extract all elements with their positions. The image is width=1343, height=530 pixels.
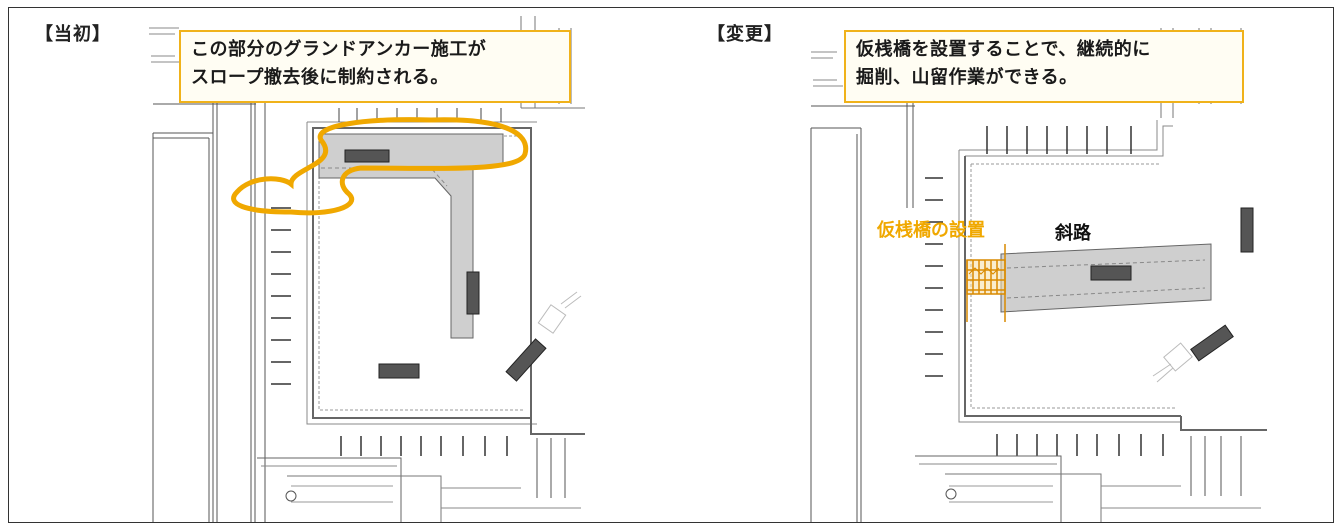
- bridge-label: 仮桟橋の設置: [877, 220, 985, 241]
- left-callout-line-1: この部分のグランドアンカー施工が: [191, 39, 487, 60]
- right-site-plan: [810, 28, 1267, 522]
- right-callout: 仮桟橋を設置することで、継続的に 掘削、山留作業ができる。: [844, 30, 1244, 103]
- left-site-plan: [149, 16, 585, 522]
- crane-icon: [1152, 342, 1193, 383]
- truck-icon: [1240, 207, 1254, 253]
- crane-icon: [537, 291, 582, 334]
- truck-icon: [344, 149, 390, 163]
- highlight-loop: [231, 117, 529, 216]
- left-callout: この部分のグランドアンカー施工が スロープ撤去後に制約される。: [179, 30, 571, 103]
- truck-icon: [1090, 265, 1132, 281]
- left-heading: 【当初】: [35, 24, 111, 45]
- truck-icon: [1190, 324, 1234, 362]
- truck-icon: [466, 271, 480, 315]
- left-callout-line-2: スロープ撤去後に制約される。: [191, 67, 449, 88]
- temporary-bridge: [966, 244, 1006, 322]
- truck-icon: [505, 338, 547, 382]
- ramp-label: 斜路: [1055, 223, 1091, 244]
- figure-frame: 【当初】: [8, 7, 1334, 523]
- right-callout-line-1: 仮桟橋を設置することで、継続的に: [856, 39, 1151, 60]
- right-callout-line-2: 掘削、山留作業ができる。: [856, 67, 1078, 88]
- right-heading: 【変更】: [707, 24, 783, 45]
- truck-icon: [378, 363, 420, 379]
